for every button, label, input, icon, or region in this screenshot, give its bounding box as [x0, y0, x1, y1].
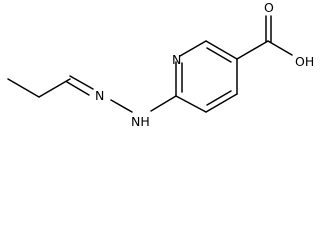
atom-label-pyridine-n: N — [172, 52, 181, 67]
bond-c3-carboxyl — [236, 40, 269, 60]
bond-c4-c5-inner — [206, 90, 232, 106]
bond-ch2-ch3 — [7, 78, 40, 98]
bond-nh-n — [110, 99, 133, 113]
bond-n-ch-2 — [66, 81, 90, 96]
chemical-structure-diagram: N N NH O OH — [7, 0, 314, 129]
bond-c6-nh — [150, 95, 177, 112]
atom-label-nh: NH — [131, 114, 150, 129]
bond-n-ch-1 — [69, 75, 94, 90]
bond-c5-c6 — [175, 95, 207, 113]
atom-label-hydroxyl: OH — [295, 54, 314, 69]
bond-carboxyl-oh — [267, 40, 293, 56]
bond-n1-c2 — [179, 40, 207, 57]
pyridine-ring — [175, 40, 238, 113]
atom-label-hydrazone-n: N — [95, 88, 104, 103]
bond-ch-ch2 — [38, 78, 71, 98]
bond-c4-c5 — [205, 93, 238, 113]
bond-c2-c3 — [205, 40, 238, 60]
carboxylic-acid-group — [236, 15, 293, 60]
bond-c2-c3-inner — [206, 47, 232, 63]
hydrazone-chain — [7, 75, 177, 113]
atom-label-carbonyl-o: O — [264, 0, 274, 15]
